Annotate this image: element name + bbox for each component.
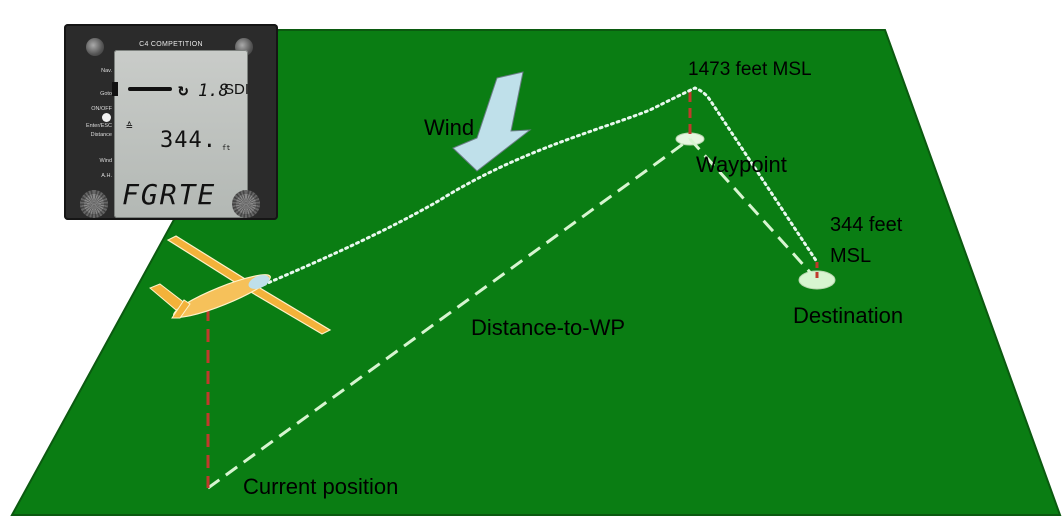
label-ah: A.H. [101, 173, 112, 179]
flight-path-dotted [206, 86, 819, 310]
wind-label: Wind [424, 115, 474, 140]
label-onoff: ON/OFF [91, 106, 112, 112]
onoff-button[interactable] [102, 113, 111, 122]
waypoint-altitude-label: 1473 feet MSL [688, 59, 812, 80]
lcd-top-value: 1.8 [198, 81, 229, 101]
distance-to-wp-line [207, 137, 691, 490]
lcd-distance-unit: ft [222, 144, 231, 152]
circling-icon: ↻ [178, 80, 189, 100]
lcd-bottom-text: FGRTE [122, 178, 217, 211]
label-goto: Goto [100, 91, 112, 97]
lcd-mode: SDI [224, 81, 250, 98]
current-position-label: Current position [243, 474, 398, 499]
label-enter-esc: Enter/ESC [86, 123, 112, 129]
lcd-distance-value: 344. [160, 128, 217, 153]
label-nav: Nav. [101, 68, 112, 74]
glider-icon [149, 235, 332, 335]
instrument-title: C4 COMPETITION [139, 41, 203, 48]
lcd-level-icon: ≙ [126, 120, 133, 133]
destination-altitude-label-2: MSL [830, 245, 871, 267]
lcd-indicator-bar [112, 82, 118, 96]
glider-pointer-icon [128, 87, 172, 91]
lcd-display: ↻ 1.8 SDI ≙ 344. ft FGRTE [112, 50, 250, 218]
wind-arrow-icon [452, 71, 532, 172]
waypoint-label: Waypoint [696, 152, 787, 177]
left-knob[interactable] [80, 190, 108, 218]
screw-icon [86, 38, 104, 56]
right-knob[interactable] [232, 190, 260, 218]
distance-label: Distance-to-WP [471, 315, 625, 340]
c4-instrument-panel: C4 COMPETITION Nav. Goto ON/OFF Enter/ES… [64, 24, 278, 220]
wp-to-destination-line [688, 137, 819, 282]
destination-label: Destination [793, 303, 903, 328]
destination-altitude-label-1: 344 feet [830, 214, 903, 236]
label-distance: Distance [90, 132, 112, 138]
label-wind: Wind [99, 158, 112, 164]
